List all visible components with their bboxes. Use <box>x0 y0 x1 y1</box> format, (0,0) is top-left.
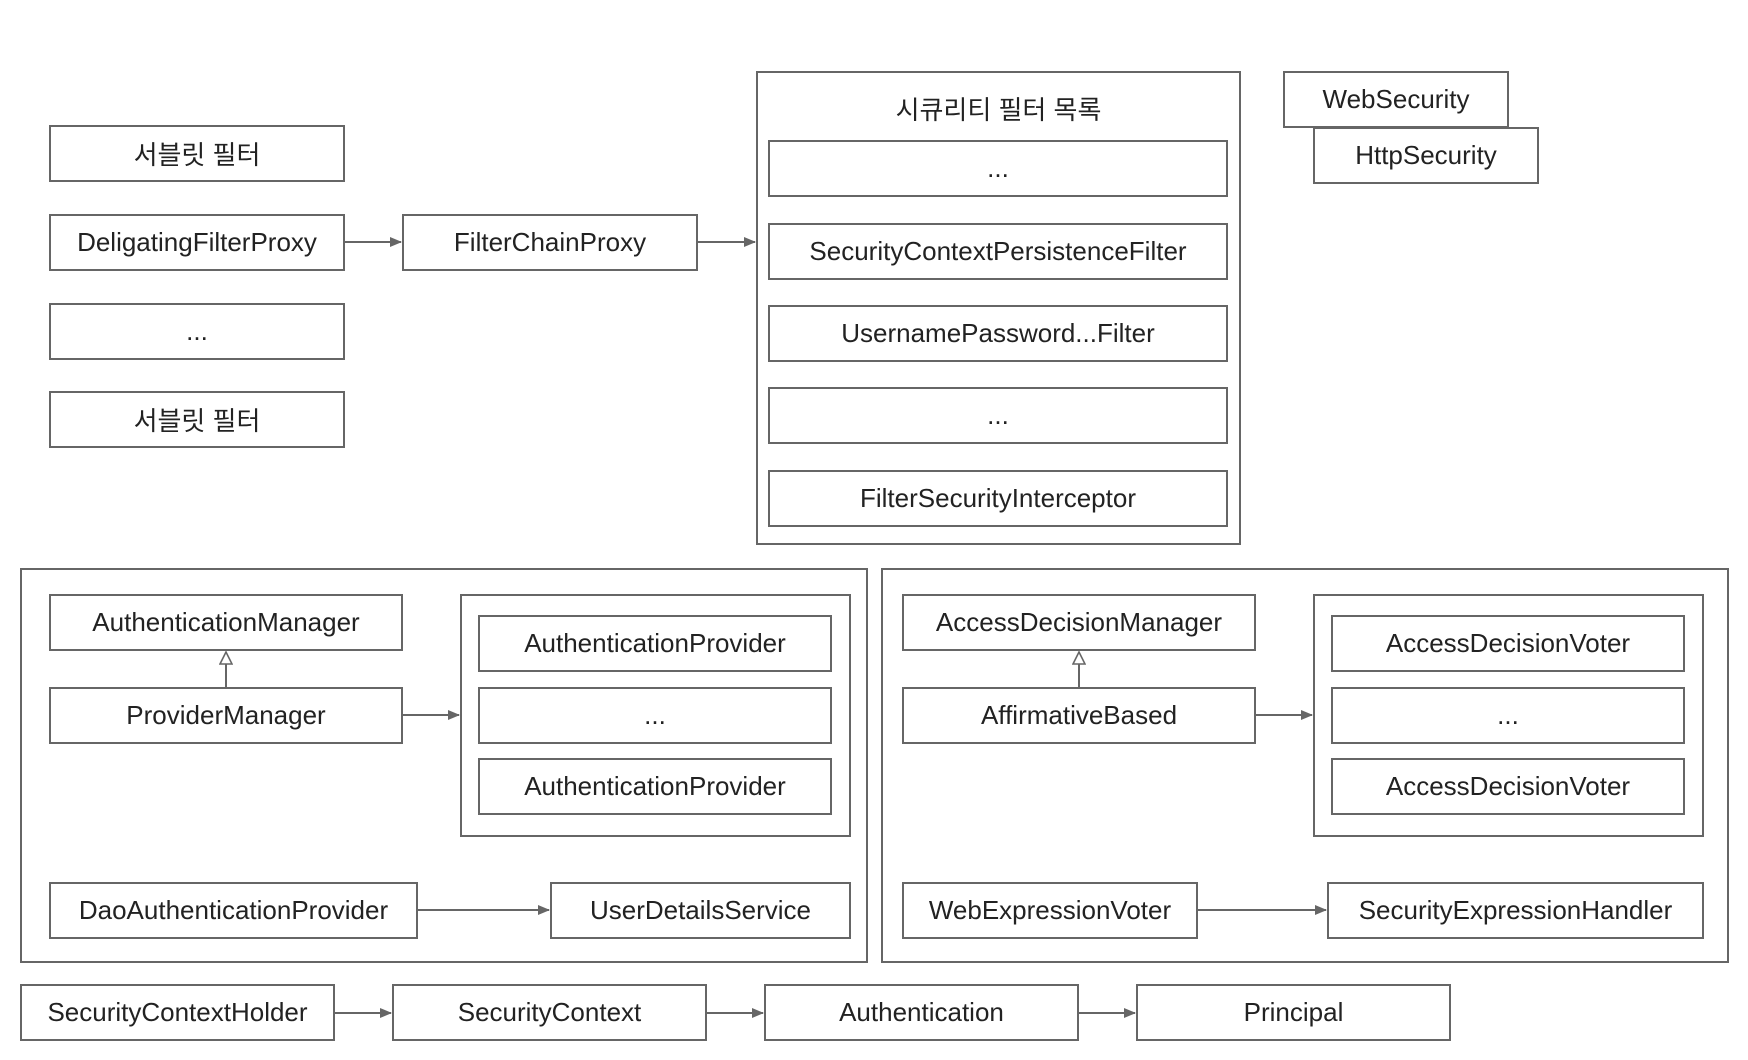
servlet-filter-label: 서블릿 필터 <box>133 140 261 170</box>
http-security-label: HttpSecurity <box>1355 140 1497 170</box>
security-filter-item-label: SecurityContextPersistenceFilter <box>809 236 1187 266</box>
authentication-manager-box: AuthenticationManager <box>49 594 403 651</box>
security-filter-item: UsernamePassword...Filter <box>768 305 1228 362</box>
security-context-box: SecurityContext <box>392 984 707 1041</box>
filter-chain-proxy-box: FilterChainProxy <box>402 214 698 271</box>
web-expression-voter-label: WebExpressionVoter <box>928 895 1172 925</box>
authentication-provider-list <box>460 594 851 837</box>
security-context-holder-box: SecurityContextHolder <box>20 984 335 1041</box>
web-security-label: WebSecurity <box>1322 84 1470 114</box>
security-filter-item-label: ... <box>987 400 1009 430</box>
authentication-manager-label: AuthenticationManager <box>92 607 360 637</box>
principal-label: Principal <box>1243 997 1344 1027</box>
access-decision-voter-label: AccessDecisionVoter <box>1385 771 1631 801</box>
authentication-provider-label: ... <box>644 700 666 730</box>
authentication-provider-box: AuthenticationProvider <box>478 758 832 815</box>
authentication-label: Authentication <box>839 997 1004 1027</box>
access-decision-voter-label: AccessDecisionVoter <box>1385 628 1631 658</box>
security-expression-handler-box: SecurityExpressionHandler <box>1327 882 1704 939</box>
provider-manager-box: ProviderManager <box>49 687 403 744</box>
affirmative-based-label: AffirmativeBased <box>980 700 1178 730</box>
authentication-provider-label: AuthenticationProvider <box>524 628 786 658</box>
security-filter-item-label: ... <box>987 153 1009 183</box>
web-security-box: WebSecurity <box>1283 71 1509 128</box>
security-expression-handler-label: SecurityExpressionHandler <box>1358 895 1673 925</box>
authentication-provider-box: AuthenticationProvider <box>478 615 832 672</box>
security-filter-item: SecurityContextPersistenceFilter <box>768 223 1228 280</box>
authentication-provider-label: AuthenticationProvider <box>524 771 786 801</box>
affirmative-based-box: AffirmativeBased <box>902 687 1256 744</box>
servlet-filter-label: 서블릿 필터 <box>133 406 261 436</box>
security-context-label: SecurityContext <box>457 997 642 1027</box>
access-decision-voter-label: ... <box>1497 700 1519 730</box>
access-decision-voter-box: AccessDecisionVoter <box>1331 615 1685 672</box>
servlet-filter-ellipsis-box: ... <box>49 303 345 360</box>
http-security-box: HttpSecurity <box>1313 127 1539 184</box>
security-filter-item: FilterSecurityInterceptor <box>768 470 1228 527</box>
access-decision-manager-label: AccessDecisionManager <box>935 607 1223 637</box>
security-filter-item-label: UsernamePassword...Filter <box>841 318 1155 348</box>
security-filter-item: ... <box>768 140 1228 197</box>
servlet-filter-box: 서블릿 필터 <box>49 391 345 448</box>
access-decision-voter-box: ... <box>1331 687 1685 744</box>
access-decision-voter-list <box>1313 594 1704 837</box>
user-details-service-box: UserDetailsService <box>550 882 851 939</box>
security-context-holder-label: SecurityContextHolder <box>47 997 308 1027</box>
filter-chain-proxy-label: FilterChainProxy <box>453 227 647 257</box>
security-filter-list-panel <box>756 71 1241 545</box>
authentication-panel <box>20 568 868 963</box>
provider-manager-label: ProviderManager <box>126 700 326 730</box>
security-filter-item: ... <box>768 387 1228 444</box>
access-decision-manager-box: AccessDecisionManager <box>902 594 1256 651</box>
user-details-service-label: UserDetailsService <box>589 895 812 925</box>
servlet-filter-box: 서블릿 필터 <box>49 125 345 182</box>
security-filter-item-label: FilterSecurityInterceptor <box>860 483 1136 513</box>
access-decision-voter-box: AccessDecisionVoter <box>1331 758 1685 815</box>
web-expression-voter-box: WebExpressionVoter <box>902 882 1198 939</box>
security-filter-list-title: 시큐리티 필터 목록 <box>895 95 1102 125</box>
dao-authentication-provider-box: DaoAuthenticationProvider <box>49 882 418 939</box>
servlet-filter-ellipsis-label: ... <box>186 316 208 346</box>
delegating-filter-proxy-box: DeligatingFilterProxy <box>49 214 345 271</box>
authentication-provider-box: ... <box>478 687 832 744</box>
principal-box: Principal <box>1136 984 1451 1041</box>
authorization-panel <box>881 568 1729 963</box>
delegating-filter-proxy-label: DeligatingFilterProxy <box>77 227 317 257</box>
authentication-box: Authentication <box>764 984 1079 1041</box>
dao-authentication-provider-label: DaoAuthenticationProvider <box>78 895 389 925</box>
